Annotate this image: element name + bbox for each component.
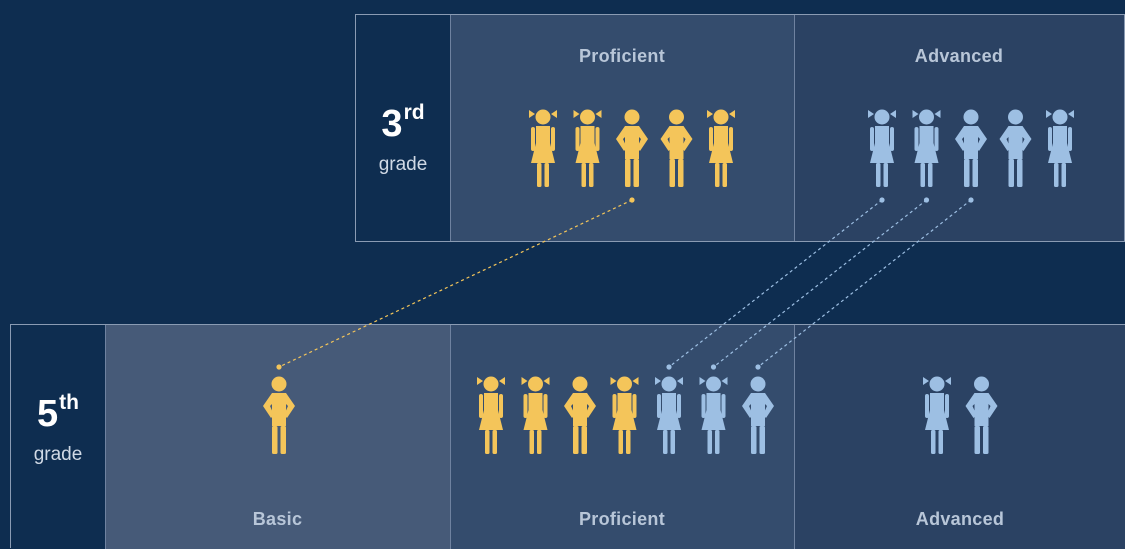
figure-3rd-proficient-2: [573, 109, 602, 187]
transition-line-2: [668, 199, 883, 368]
transition-end-dot-1: [276, 364, 282, 370]
grade3-divider-2: [794, 15, 795, 241]
grade3-proficient-label: Proficient: [578, 46, 665, 66]
grade5-basic-label: Basic: [252, 509, 303, 529]
grade3-label-cell: 3rd grade: [356, 15, 450, 241]
transition-start-dot-3: [923, 197, 930, 203]
transition-line-3: [713, 199, 927, 368]
figure-3rd-proficient-4: [660, 109, 693, 187]
figure-5th-advanced-1: [923, 376, 951, 454]
figure-3rd-advanced-3: [955, 109, 987, 187]
figure-3rd-advanced-5: [1046, 109, 1074, 187]
figure-5th-proficient-4: [610, 376, 639, 454]
figure-3rd-advanced-4: [999, 109, 1032, 187]
transition-end-dot-2: [666, 364, 672, 370]
grade5-advanced-label: Advanced: [915, 509, 1005, 529]
grade5-proficient-label: Proficient: [578, 509, 665, 529]
grade5-word: grade: [33, 444, 83, 465]
transition-end-dot-4: [755, 364, 761, 370]
grade5-label-cell: 5th grade: [11, 325, 105, 549]
figure-3rd-advanced-2: [912, 109, 941, 187]
transition-start-dot-1: [629, 197, 635, 203]
transition-end-dot-3: [710, 364, 717, 370]
figure-5th-proficient-5: [655, 376, 683, 454]
grade3-number: 3rd: [381, 101, 425, 145]
figure-5th-proficient-3: [564, 376, 596, 454]
grade3-proficient-cell: Proficient: [450, 15, 794, 241]
figure-5th-proficient-6: [699, 376, 728, 454]
grade3-word: grade: [378, 154, 428, 175]
transition-start-dot-2: [879, 197, 885, 203]
transition-start-dot-4: [968, 197, 974, 203]
figure-5th-proficient-1: [477, 376, 505, 454]
grade5-divider-3: [794, 325, 795, 549]
grade3-divider-1: [450, 15, 451, 241]
grade3-suffix: rd: [403, 101, 425, 124]
grade5-divider-1: [105, 325, 106, 549]
grade5-number: 5th: [37, 391, 79, 435]
transition-line-4: [757, 199, 972, 368]
figure-5th-basic-1: [263, 376, 295, 454]
figure-5th-advanced-2: [965, 376, 998, 454]
figure-3rd-proficient-5: [707, 109, 735, 187]
figure-3rd-advanced-1: [868, 109, 896, 187]
figure-5th-proficient-7: [742, 376, 774, 454]
figure-3rd-proficient-3: [616, 109, 648, 187]
grade5-suffix: th: [59, 391, 79, 414]
grade3-advanced-label: Advanced: [914, 46, 1004, 66]
grade5-divider-2: [450, 325, 451, 549]
figure-5th-proficient-2: [521, 376, 550, 454]
transition-line-1: [278, 199, 633, 368]
figure-3rd-proficient-1: [529, 109, 557, 187]
grade5-advanced-cell: Advanced: [794, 325, 1125, 549]
